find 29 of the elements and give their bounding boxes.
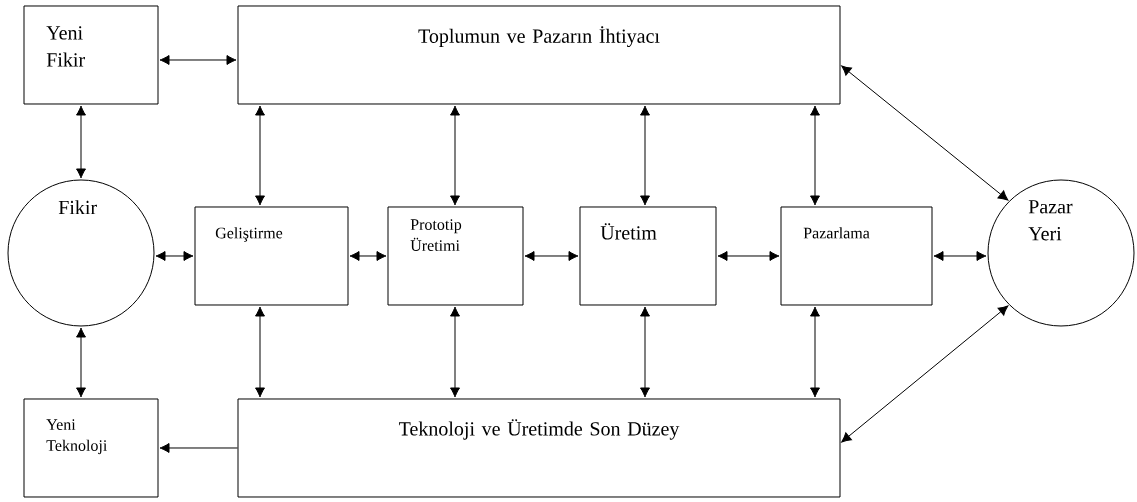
process-box: Prototip Üretimi [387, 206, 524, 306]
process-box: Geliştirme [194, 206, 349, 306]
arrow [349, 251, 387, 261]
arrow [76, 327, 86, 398]
arrow [450, 105, 460, 206]
arrow [810, 105, 820, 206]
arrow [841, 65, 1009, 201]
arrow [159, 55, 237, 65]
process-box: Yeni Fikir [23, 5, 159, 105]
process-box: Pazarlama [780, 206, 933, 306]
process-box: Teknoloji ve Üretimde Son Düzey [237, 398, 841, 498]
arrow [933, 251, 987, 261]
arrow [255, 306, 265, 398]
arrow [76, 105, 86, 179]
process-box: Yeni Teknoloji [23, 398, 159, 498]
arrow [524, 251, 579, 261]
arrow [640, 105, 650, 206]
arrow [640, 306, 650, 398]
circle-node: Fikir [7, 179, 155, 327]
arrow [255, 105, 265, 206]
arrow [841, 305, 1009, 443]
arrow [155, 251, 194, 261]
process-box: Üretim [579, 206, 717, 306]
arrow [450, 306, 460, 398]
arrow [810, 306, 820, 398]
process-box: Toplumun ve Pazarın İhtiyacı [237, 5, 841, 105]
arrow [717, 251, 780, 261]
arrow [159, 443, 238, 453]
circle-node: Pazar Yeri [987, 179, 1135, 327]
